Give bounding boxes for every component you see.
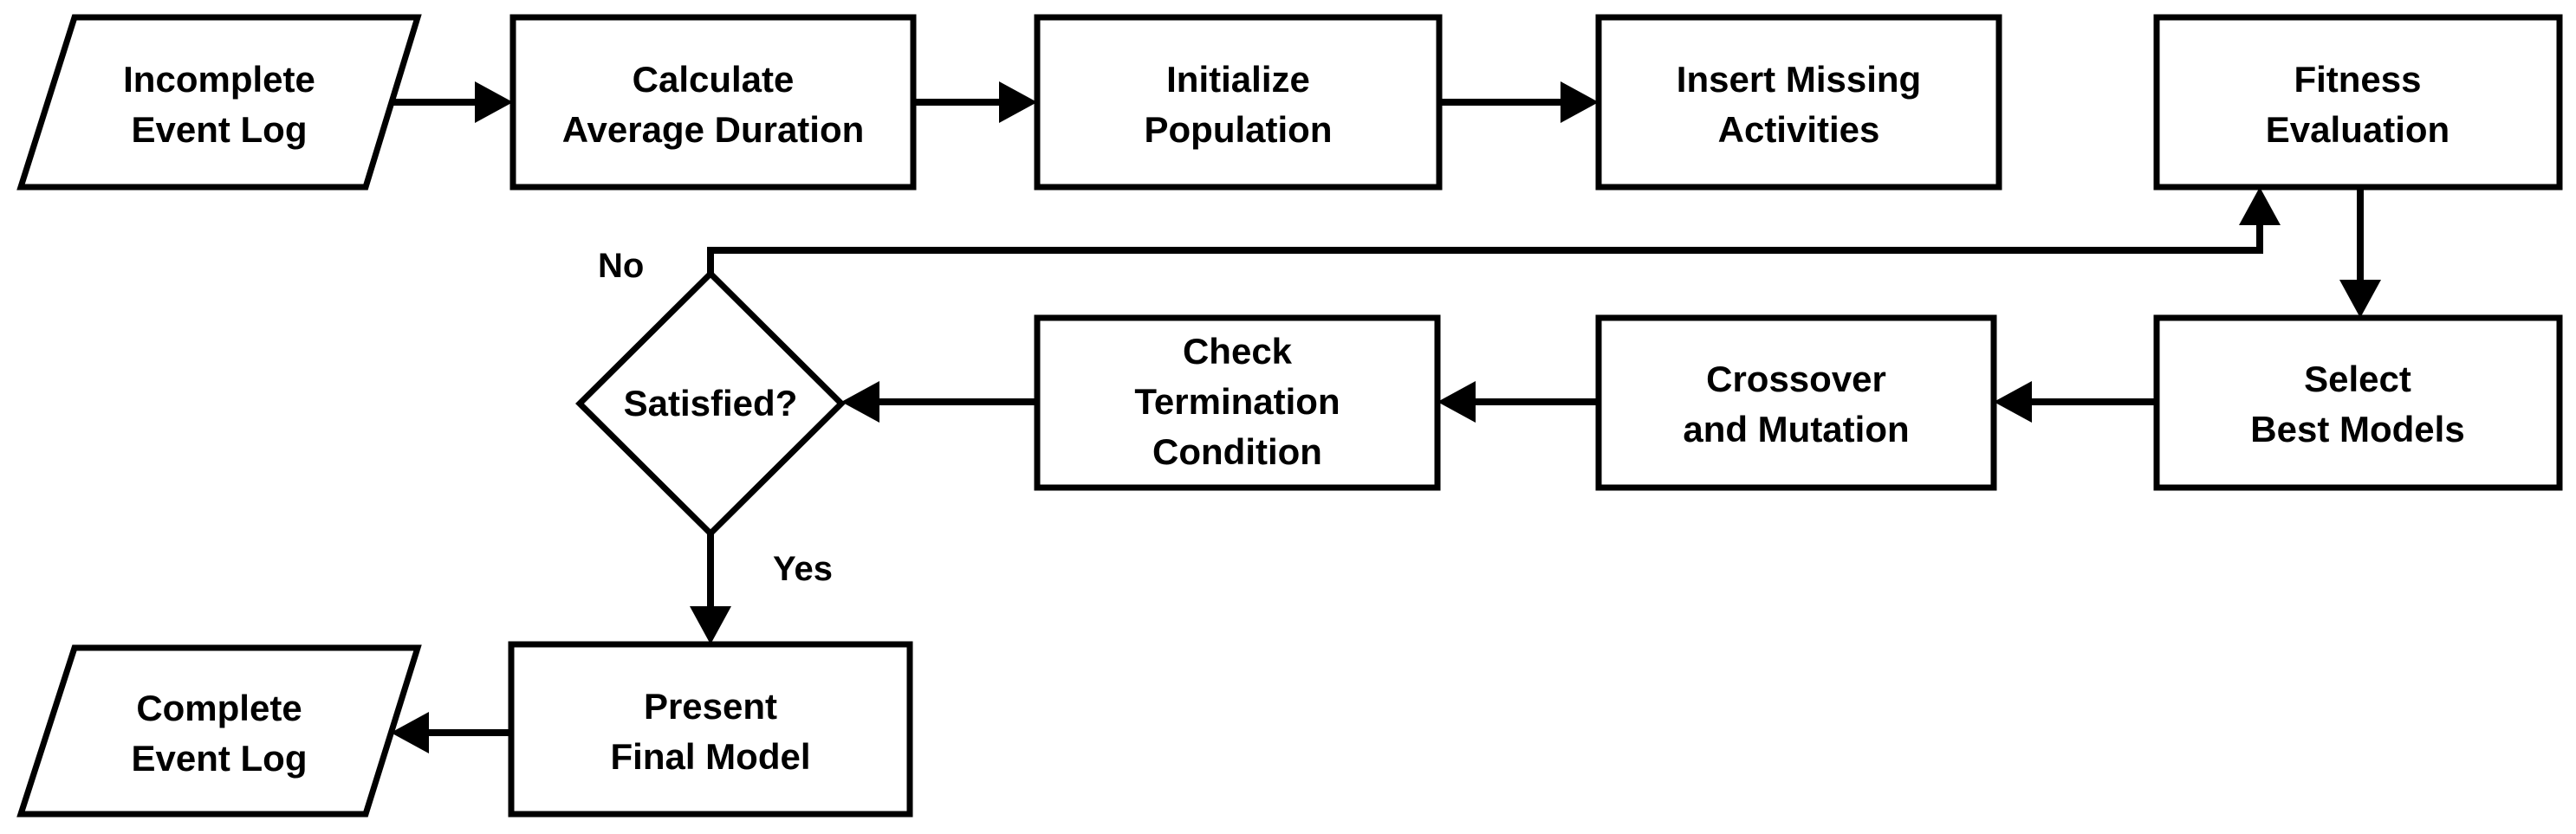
- node-calculate-average-duration: Calculate Average Duration: [509, 14, 917, 191]
- node-label-line: Condition: [1152, 431, 1322, 472]
- edge-incomplete-to-avg-duration: [383, 81, 513, 123]
- edge-label-yes: Yes: [773, 550, 833, 588]
- node-label-line: Crossover: [1706, 359, 1886, 399]
- edges: [383, 81, 2381, 753]
- edge-check-to-satisfied: [841, 381, 1037, 423]
- process-box: [508, 641, 913, 818]
- output-parallelogram: [16, 644, 422, 818]
- node-label-line: Insert Missing: [1677, 59, 1921, 100]
- edge-present-to-complete: [391, 712, 511, 753]
- node-label-line: Termination: [1134, 381, 1340, 422]
- process-box: [1595, 314, 1997, 491]
- node-label-line: Best Models: [2250, 409, 2464, 449]
- node-label-line: Final Model: [611, 736, 811, 777]
- edge-yes-to-present: [690, 533, 731, 644]
- node-label-line: Event Log: [131, 109, 307, 150]
- node-initialize-population: Initialize Population: [1034, 14, 1443, 191]
- edge-crossover-to-check: [1437, 381, 1599, 423]
- decision-diamond: [575, 269, 846, 538]
- edge-no-to-fitness: [707, 187, 2281, 274]
- node-label-line: Average Duration: [562, 109, 865, 150]
- node-label-line: Calculate: [633, 59, 795, 100]
- process-box: [1034, 314, 1441, 491]
- node-label-line: Initialize: [1166, 59, 1310, 100]
- node-label-line: Complete: [136, 688, 302, 728]
- node-label-line: Event Log: [131, 738, 307, 779]
- node-label-line: Check: [1183, 331, 1293, 372]
- node-label-line: Select: [2304, 359, 2411, 399]
- node-incomplete-event-log: Incomplete Event Log: [16, 14, 422, 191]
- node-label-line: Incomplete: [123, 59, 315, 100]
- process-box: [1595, 14, 2002, 191]
- node-crossover-and-mutation: Crossover and Mutation: [1595, 314, 1997, 491]
- edge-init-to-insert: [1439, 81, 1599, 123]
- input-parallelogram: [16, 14, 422, 191]
- node-present-final-model: Present Final Model: [508, 641, 913, 818]
- node-label-line: Satisfied?: [624, 383, 798, 423]
- edge-avg-duration-to-init: [913, 81, 1037, 123]
- node-label-line: and Mutation: [1683, 409, 1909, 449]
- process-box: [1034, 14, 1443, 191]
- process-box: [2153, 314, 2563, 491]
- node-label-line: Population: [1145, 109, 1333, 150]
- edge-select-to-crossover: [1994, 381, 2157, 423]
- edge-fitness-to-select: [2339, 187, 2381, 318]
- node-select-best-models: Select Best Models: [2153, 314, 2563, 491]
- node-label-line: Evaluation: [2266, 109, 2449, 150]
- process-box: [2153, 14, 2563, 191]
- node-satisfied-decision: Satisfied?: [575, 269, 846, 538]
- node-label-line: Activities: [1718, 109, 1880, 150]
- node-label-line: Fitness: [2294, 59, 2421, 100]
- node-label-line: Present: [644, 686, 777, 727]
- edge-label-no: No: [598, 247, 644, 285]
- node-fitness-evaluation: Fitness Evaluation: [2153, 14, 2563, 191]
- node-check-termination-condition: Check Termination Condition: [1034, 314, 1441, 491]
- node-complete-event-log: Complete Event Log: [16, 644, 422, 818]
- process-box: [509, 14, 917, 191]
- node-insert-missing-activities: Insert Missing Activities: [1595, 14, 2002, 191]
